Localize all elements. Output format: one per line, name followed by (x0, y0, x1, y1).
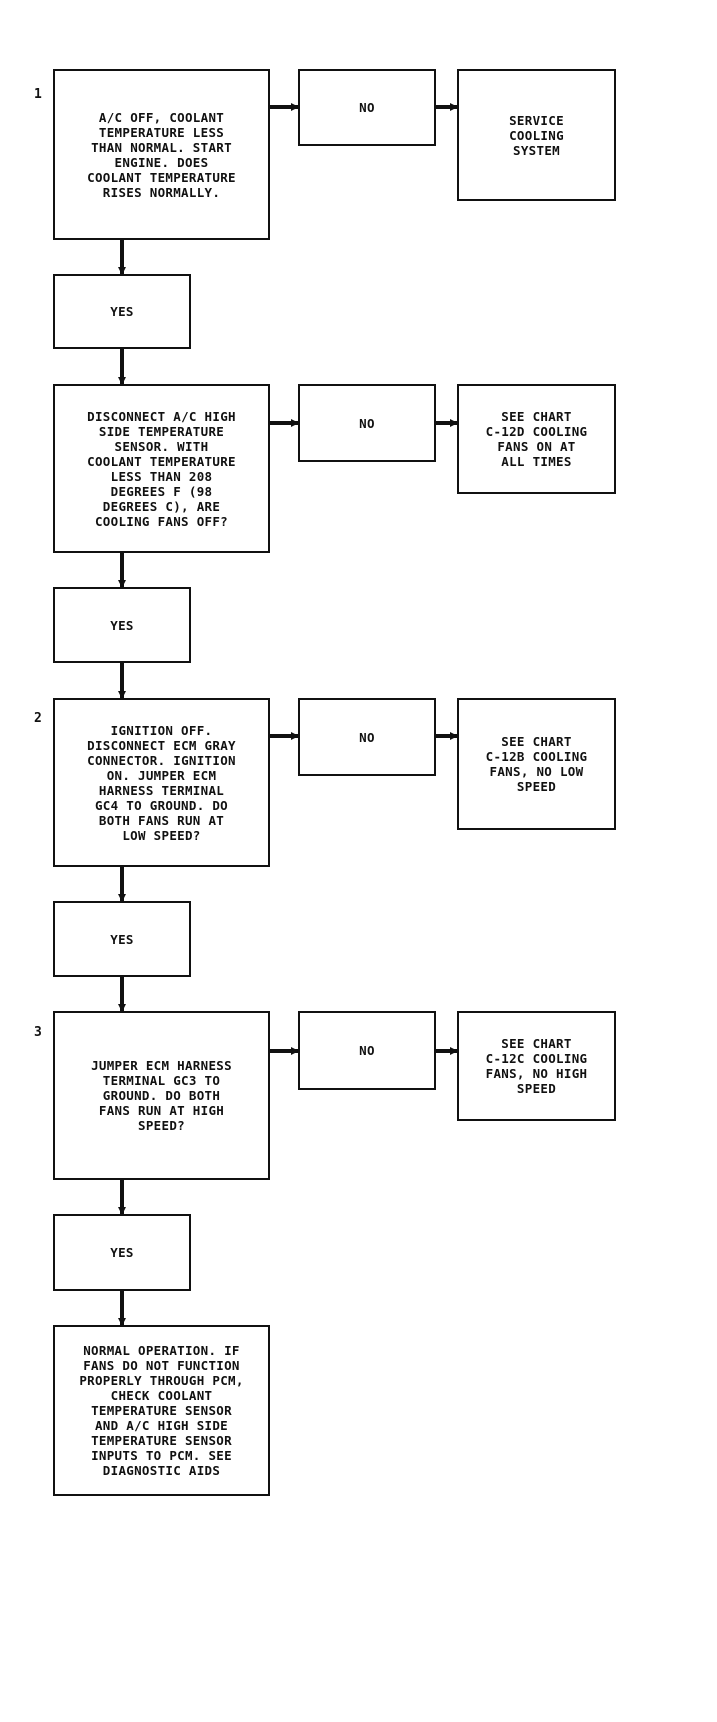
step-number-3: 3 (34, 1025, 42, 1040)
result-box-chart-c12b: SEE CHART C-12B COOLING FANS, NO LOW SPE… (457, 698, 616, 830)
no-box-1: NO (298, 69, 436, 146)
yes-box-4: YES (53, 1214, 191, 1291)
question-box-coolant-rise: A/C OFF, COOLANT TEMPERATURE LESS THAN N… (53, 69, 270, 240)
no-box-4: NO (298, 1011, 436, 1090)
question-box-cooling-fans-off: DISCONNECT A/C HIGH SIDE TEMPERATURE SEN… (53, 384, 270, 553)
step-number-2: 2 (34, 711, 42, 726)
result-box-chart-c12d: SEE CHART C-12D COOLING FANS ON AT ALL T… (457, 384, 616, 494)
yes-box-1: YES (53, 274, 191, 349)
final-box-normal-operation: NORMAL OPERATION. IF FANS DO NOT FUNCTIO… (53, 1325, 270, 1496)
yes-box-3: YES (53, 901, 191, 977)
step-number-1: 1 (34, 87, 42, 102)
no-box-2: NO (298, 384, 436, 462)
yes-box-2: YES (53, 587, 191, 663)
result-box-chart-c12c: SEE CHART C-12C COOLING FANS, NO HIGH SP… (457, 1011, 616, 1121)
question-box-low-speed: IGNITION OFF. DISCONNECT ECM GRAY CONNEC… (53, 698, 270, 867)
result-box-service-cooling: SERVICE COOLING SYSTEM (457, 69, 616, 201)
question-box-high-speed: JUMPER ECM HARNESS TERMINAL GC3 TO GROUN… (53, 1011, 270, 1180)
no-box-3: NO (298, 698, 436, 776)
